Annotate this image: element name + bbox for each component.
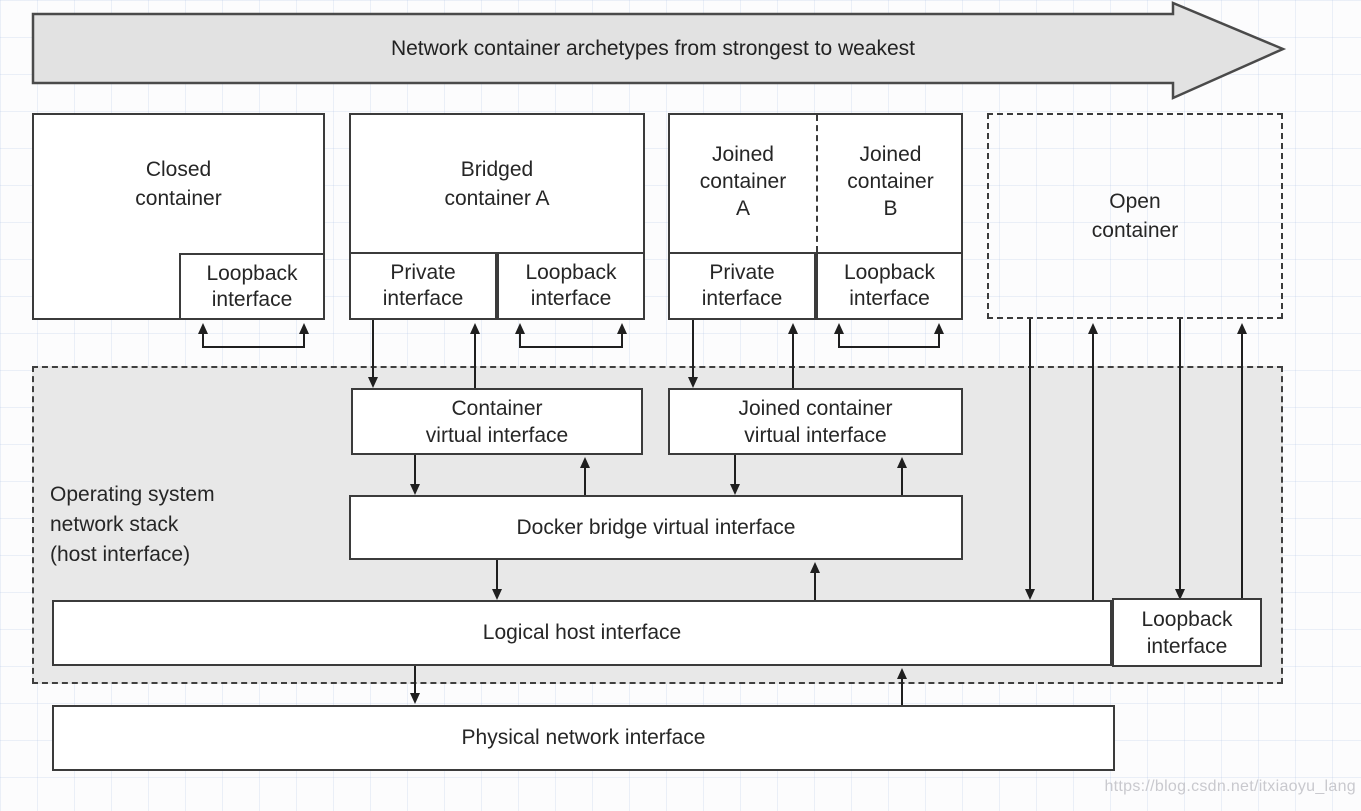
arrowhead-up-icon: [934, 323, 944, 334]
docker-logical-down-line: [496, 560, 498, 590]
docker-logical-up-line: [814, 571, 816, 600]
joined-container-virtual-interface-box: Joined container virtual interface: [668, 388, 963, 455]
jvif-docker-up-line: [901, 466, 903, 495]
closed-loop-line-bottom: [202, 346, 305, 348]
os-network-stack-label: Operating system network stack (host int…: [50, 483, 215, 566]
joined-loopback-label: Loopback interface: [843, 261, 936, 310]
arrowhead-down-icon: [1025, 589, 1035, 600]
bridged-loop-line-left: [519, 332, 521, 348]
joined-loopback-box: Loopback interface: [816, 252, 963, 320]
open-logical-down-line: [1029, 319, 1031, 590]
closed-loop-line-left: [202, 332, 204, 348]
open-loopback-up-line: [1241, 332, 1243, 598]
docker-bridge-virtual-interface-box: Docker bridge virtual interface: [349, 495, 963, 560]
arrowhead-down-icon: [368, 377, 378, 388]
banner-arrow-icon: [31, 1, 1287, 100]
banner-label: Network container archetypes from strong…: [390, 36, 916, 60]
joined-private-label: Private interface: [701, 261, 783, 310]
cvif-docker-up-line: [584, 466, 586, 495]
host-loopback-interface-label: Loopback interface: [1141, 607, 1233, 658]
bridged-private-up-line: [474, 332, 476, 388]
arrowhead-up-icon: [834, 323, 844, 334]
arrowhead-up-icon: [1237, 323, 1247, 334]
arrowhead-up-icon: [617, 323, 627, 334]
docker-bridge-virtual-interface-label: Docker bridge virtual interface: [516, 515, 796, 539]
arrowhead-down-icon: [410, 693, 420, 704]
arrowhead-up-icon: [788, 323, 798, 334]
closed-loopback-label: Loopback interface: [206, 261, 298, 311]
logical-host-interface-box: Logical host interface: [52, 600, 1112, 666]
joined-container-virtual-interface-label: Joined container virtual interface: [738, 396, 893, 447]
bridged-loop-line-bottom: [519, 346, 623, 348]
joined-private-box: Private interface: [668, 252, 816, 320]
logical-physical-up-line: [901, 677, 903, 705]
bridged-private-down-line: [372, 320, 374, 378]
open-container-box: Open container: [987, 113, 1283, 319]
bridged-loopback-label: Loopback interface: [525, 261, 617, 310]
watermark-text: https://blog.csdn.net/itxiaoyu_lang: [1104, 778, 1356, 795]
arrowhead-down-icon: [492, 589, 502, 600]
container-virtual-interface-label: Container virtual interface: [425, 396, 569, 447]
joined-loop-line-right: [938, 332, 940, 348]
arrowhead-up-icon: [198, 323, 208, 334]
bridged-private-box: Private interface: [349, 252, 497, 320]
arrowhead-up-icon: [1088, 323, 1098, 334]
open-logical-up-line: [1092, 332, 1094, 600]
bridged-container-label: Bridged container A: [444, 158, 550, 210]
cvif-docker-down-line: [414, 455, 416, 485]
joined-loop-line-bottom: [838, 346, 940, 348]
container-virtual-interface-box: Container virtual interface: [351, 388, 643, 455]
jvif-docker-down-line: [734, 455, 736, 485]
arrowhead-up-icon: [470, 323, 480, 334]
logical-host-interface-label: Logical host interface: [482, 621, 682, 644]
closed-loop-line-right: [303, 332, 305, 348]
arrowhead-up-icon: [515, 323, 525, 334]
host-loopback-interface-box: Loopback interface: [1112, 598, 1262, 667]
closed-container-box: Closed container Loopback interface: [32, 113, 325, 320]
physical-network-interface-box: Physical network interface: [52, 705, 1115, 771]
arrowhead-up-icon: [897, 668, 907, 679]
arrowhead-up-icon: [580, 457, 590, 468]
arrowhead-down-icon: [1175, 589, 1185, 600]
arrowhead-up-icon: [810, 562, 820, 573]
bridged-loop-line-right: [621, 332, 623, 348]
bridged-private-label: Private interface: [382, 261, 464, 310]
arrowhead-down-icon: [730, 484, 740, 495]
closed-loopback-box: Loopback interface: [179, 253, 325, 320]
joined-loop-line-left: [838, 332, 840, 348]
arrowhead-up-icon: [299, 323, 309, 334]
physical-network-interface-label: Physical network interface: [461, 726, 706, 749]
joined-container-box: Joined container A Joined container B Pr…: [668, 113, 963, 320]
arrowhead-down-icon: [410, 484, 420, 495]
open-loopback-down-line: [1179, 319, 1181, 590]
joined-private-up-line: [792, 332, 794, 388]
joined-private-down-line: [692, 320, 694, 378]
open-container-label: Open container: [1091, 190, 1179, 242]
closed-container-label: Closed container: [135, 158, 222, 210]
bridged-container-box: Bridged container A Private interface Lo…: [349, 113, 645, 320]
arrowhead-up-icon: [897, 457, 907, 468]
joined-container-a-label: Joined container A: [699, 143, 787, 220]
joined-divider-line: [816, 115, 818, 252]
arrowhead-down-icon: [688, 377, 698, 388]
logical-physical-down-line: [414, 666, 416, 694]
bridged-loopback-box: Loopback interface: [497, 252, 645, 320]
joined-container-b-label: Joined container B: [847, 143, 934, 220]
